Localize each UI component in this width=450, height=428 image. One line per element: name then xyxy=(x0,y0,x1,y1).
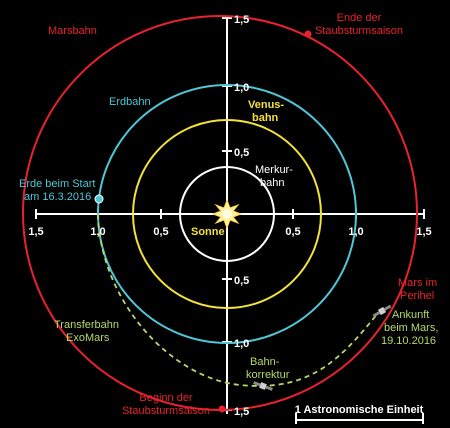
venus-orbit-label-1: Venus- xyxy=(248,99,284,111)
transfer-orbit-label-2: ExoMars xyxy=(66,332,110,344)
mars-orbit-label: Marsbahn xyxy=(48,25,97,37)
dust-season-end-dot-icon xyxy=(304,30,312,38)
dust-season-end-label-1: Ende der xyxy=(337,12,382,24)
x-tick-label: 1,5 xyxy=(416,226,431,238)
course-correction-label-1: Bahn- xyxy=(250,356,280,368)
sun-icon xyxy=(211,198,243,230)
scale-bar: 1 Astronomische Einheit xyxy=(295,404,424,424)
earth-start-label-1: Erde beim Start xyxy=(19,178,95,190)
arrival-label-3: 19.10.2016 xyxy=(381,335,436,347)
orbits xyxy=(22,15,418,411)
x-tick-label: 0,5 xyxy=(153,226,168,238)
dust-season-end-label-2: Staubsturmsaison xyxy=(315,25,403,37)
transfer-orbit xyxy=(97,213,379,387)
mercury-orbit-label-1: Merkur- xyxy=(255,164,293,176)
spacecraft-arrival-icon xyxy=(372,304,392,318)
mars-perihel-label-2: Perihel xyxy=(400,290,434,302)
y-tick-label: 1,5 xyxy=(234,406,249,418)
mercury-orbit xyxy=(179,166,275,262)
y-tick-label: 0,5 xyxy=(234,275,249,287)
course-correction-label-2: korrektur xyxy=(246,369,290,381)
arrival-label-2: beim Mars, xyxy=(384,322,438,334)
mercury-orbit-label-2: bahn xyxy=(260,177,284,189)
earth-orbit-label: Erdbahn xyxy=(109,96,151,108)
earth-start-label-2: am 16.3.2016 xyxy=(24,191,91,203)
y-tick-label: 1,0 xyxy=(234,82,249,94)
x-tick-label: 1,0 xyxy=(90,226,105,238)
arrival-label-1: Ankunft xyxy=(392,309,429,321)
x-tick-label: 1,0 xyxy=(348,226,363,238)
dust-season-begin-dot-icon xyxy=(218,405,226,413)
y-tick-label: 0,5 xyxy=(234,147,249,159)
y-tick-label: 1,5 xyxy=(234,14,249,26)
dust-season-begin-label-1: Beginn der xyxy=(139,392,193,404)
earth-icon xyxy=(94,194,104,204)
x-tick-label: 1,5 xyxy=(28,226,43,238)
dust-season-begin-label-2: Staubsturmsaison xyxy=(122,405,210,417)
sun-label: Sonne xyxy=(191,226,225,238)
mars-perihel-label-1: Mars im xyxy=(398,277,437,289)
x-tick-label: 0,5 xyxy=(285,226,300,238)
spacecraft-correction-icon xyxy=(253,381,273,391)
y-tick-label: 1,0 xyxy=(234,338,249,350)
transfer-orbit-label-1: Transferbahn xyxy=(54,319,119,331)
venus-orbit-label-2: bahn xyxy=(252,112,279,124)
venus-orbit xyxy=(132,119,322,309)
scale-bar-label: 1 Astronomische Einheit xyxy=(295,404,424,416)
